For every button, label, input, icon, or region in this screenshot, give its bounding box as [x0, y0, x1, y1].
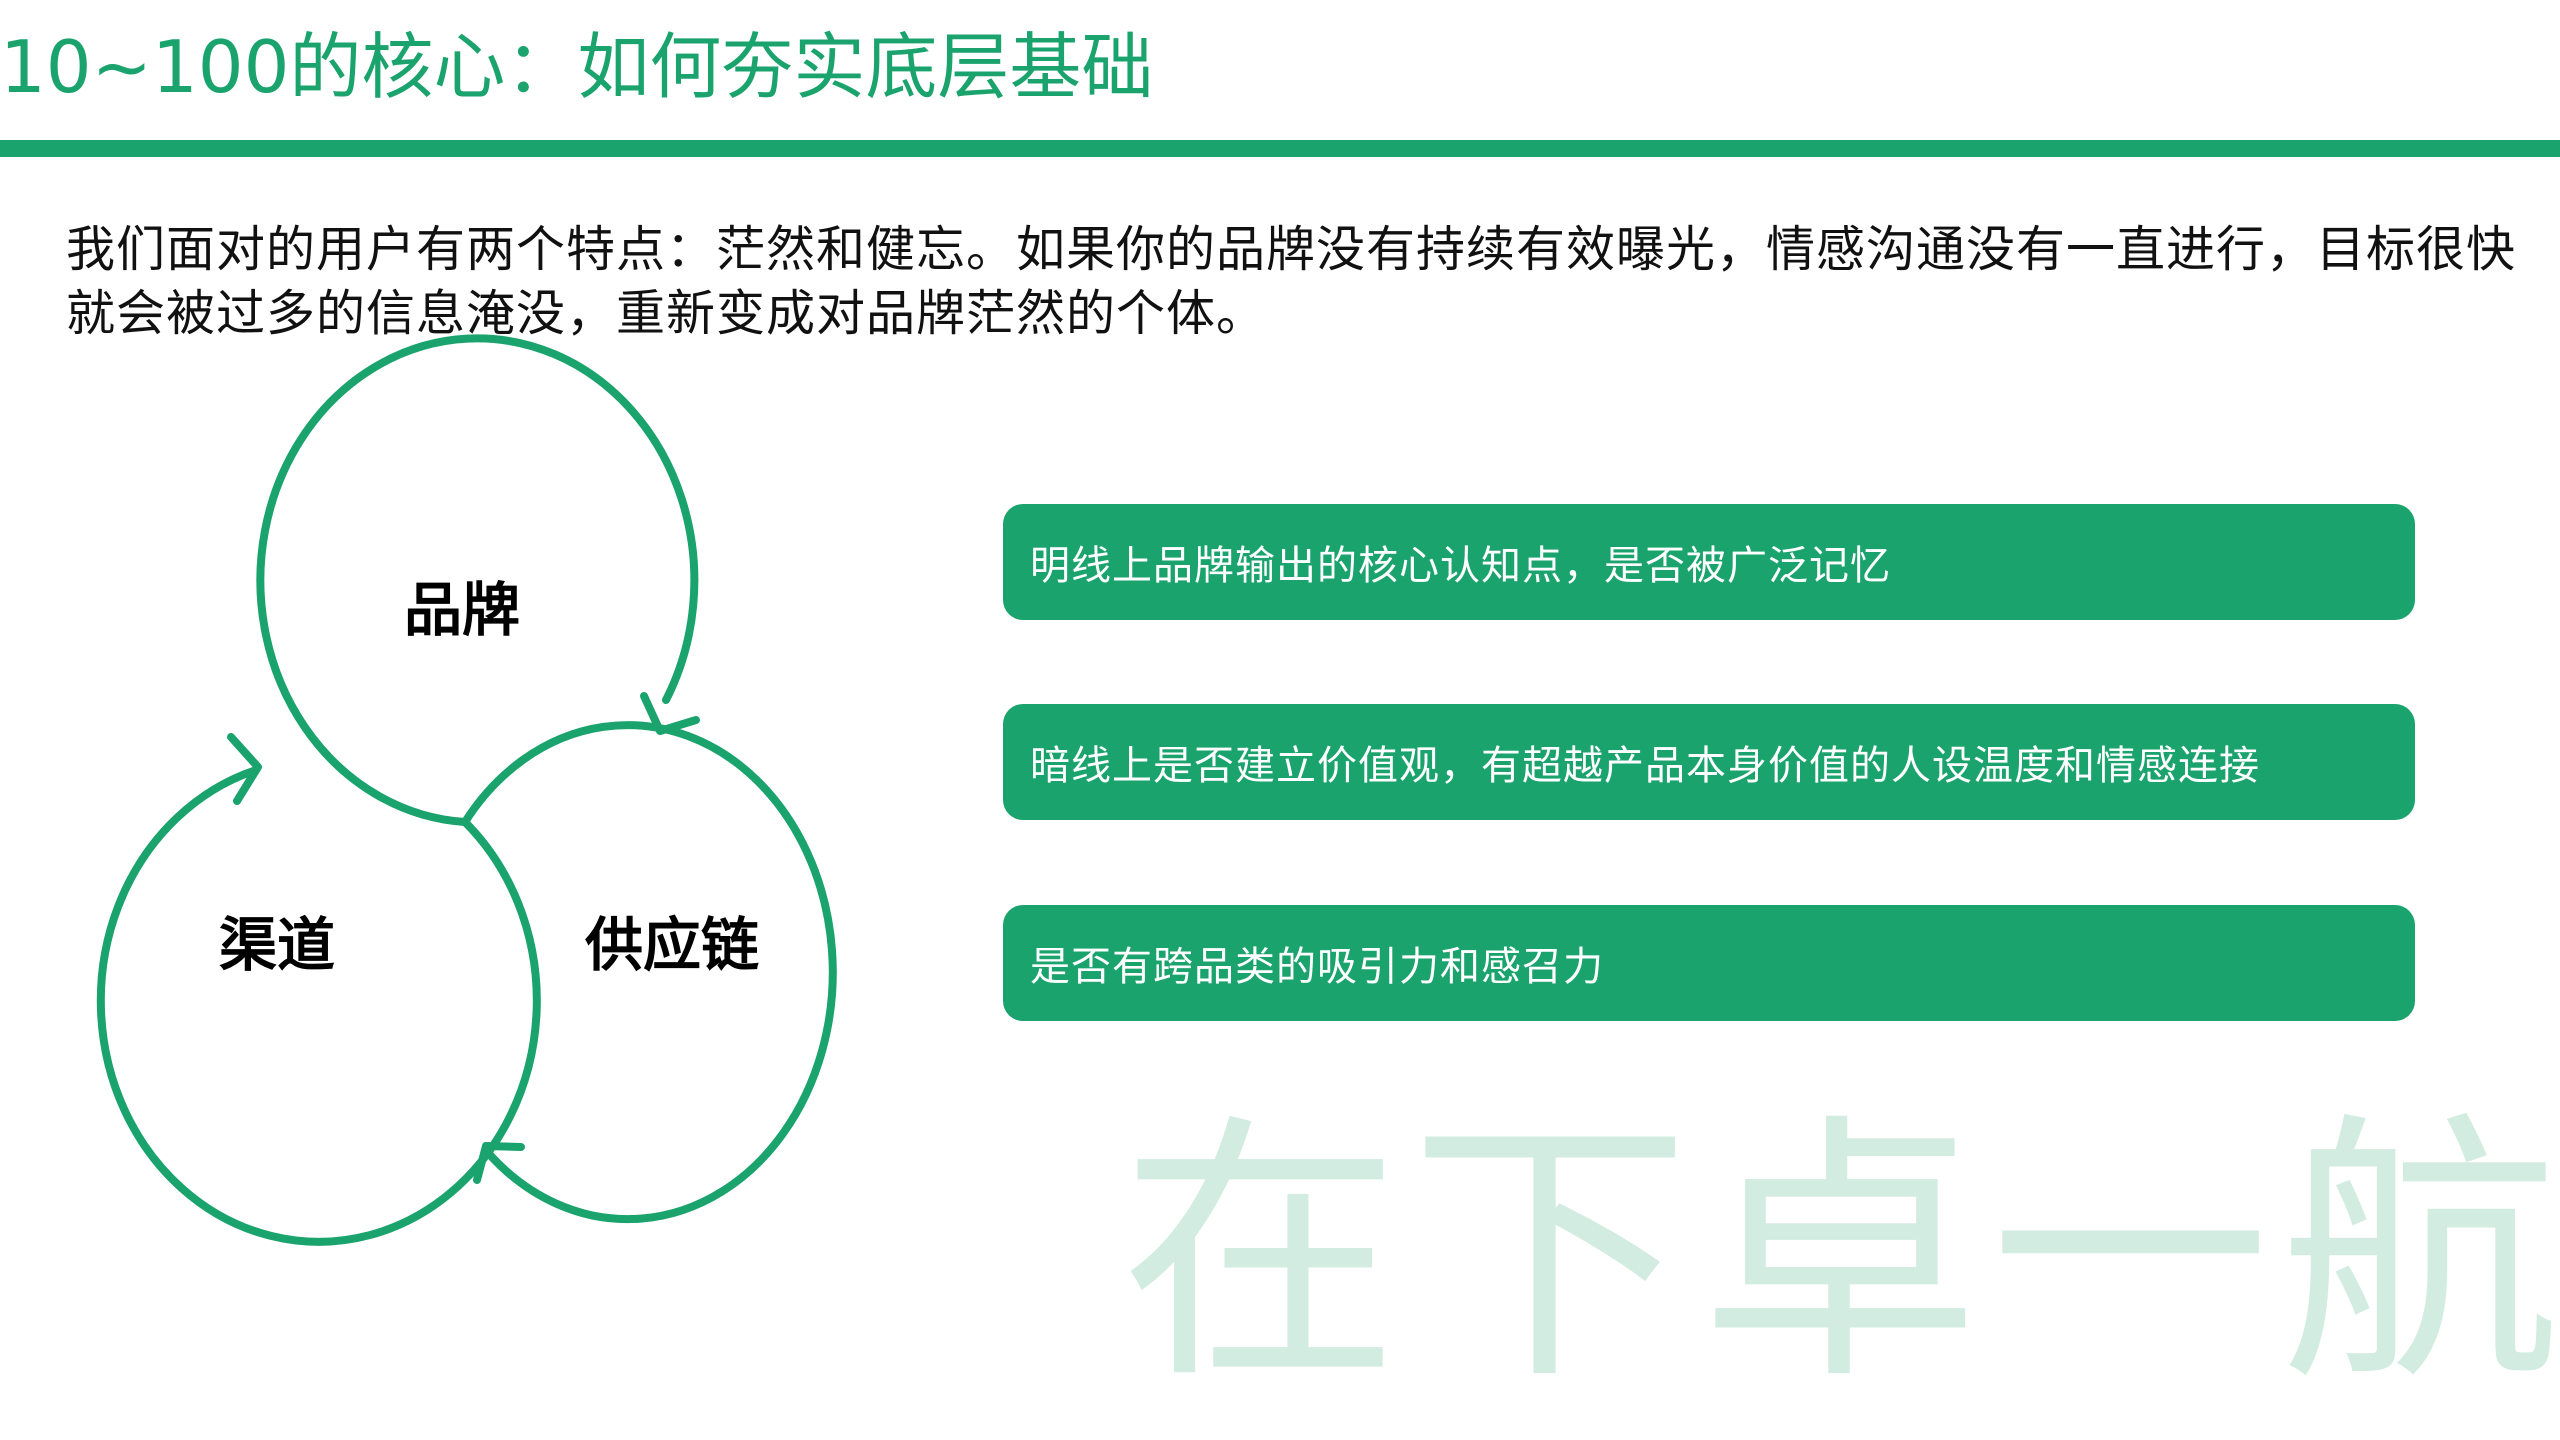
- point-card-3-text: 是否有跨品类的吸引力和感召力: [1030, 944, 1604, 990]
- cycle-diagram: [0, 360, 900, 1160]
- point-card-2-text: 暗线上是否建立价值观，有超越产品本身价值的人设温度和情感连接: [1030, 743, 2260, 789]
- node-supply-chain: 供应链: [584, 911, 760, 979]
- point-card-3: 是否有跨品类的吸引力和感召力: [1003, 905, 2415, 1021]
- node-brand: 品牌: [403, 576, 521, 644]
- point-card-2: 暗线上是否建立价值观，有超越产品本身价值的人设温度和情感连接: [1003, 704, 2415, 820]
- slide-title: 10~100的核心：如何夯实底层基础: [0, 25, 1154, 109]
- point-card-1-text: 明线上品牌输出的核心认知点，是否被广泛记忆: [1030, 543, 1891, 589]
- watermark: 在下卓一航: [1120, 1092, 2560, 1418]
- title-divider: [0, 140, 2560, 157]
- intro-paragraph: 我们面对的用户有两个特点：茫然和健忘。如果你的品牌没有持续有效曝光，情感沟通没有…: [66, 221, 2517, 342]
- point-card-1: 明线上品牌输出的核心认知点，是否被广泛记忆: [1003, 504, 2415, 620]
- node-channel: 渠道: [218, 911, 336, 979]
